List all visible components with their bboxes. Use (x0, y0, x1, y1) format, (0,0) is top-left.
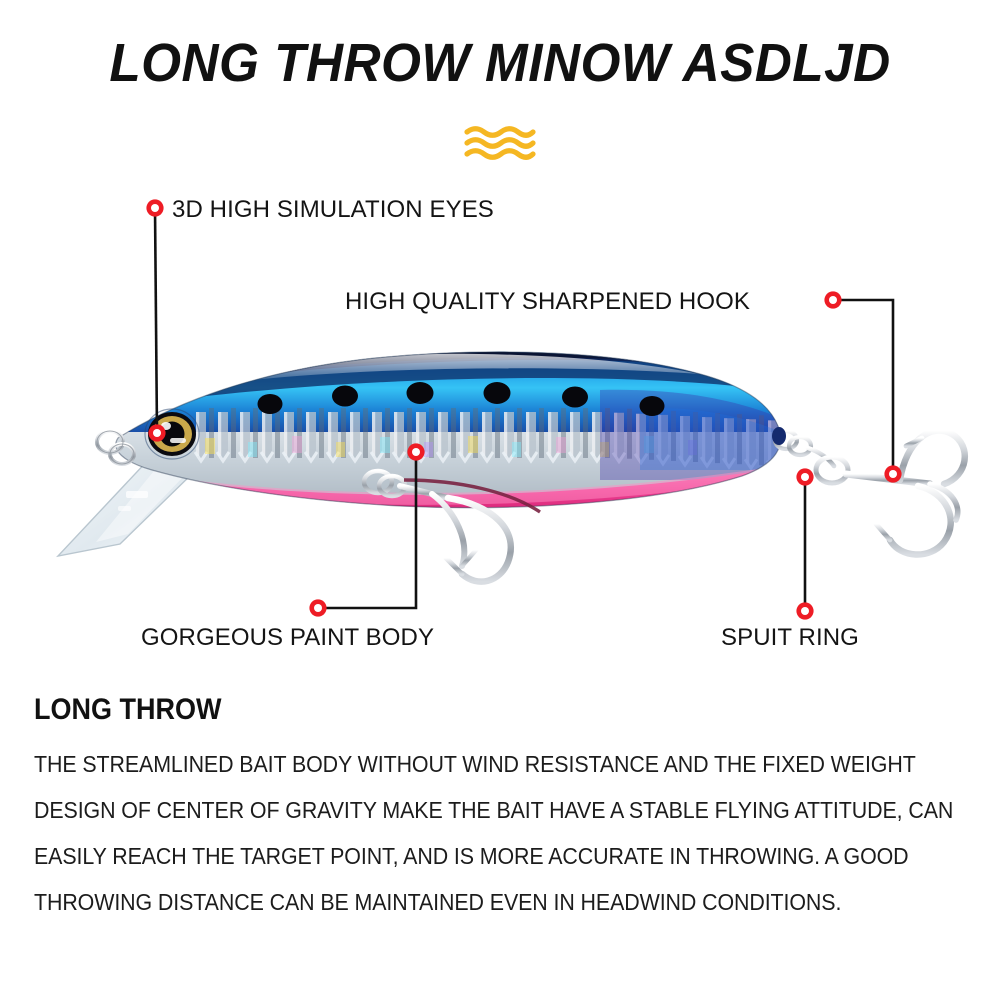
section-heading: LONG THROW (34, 693, 222, 726)
marker-ring-label (796, 602, 814, 620)
callout-label-hook: HIGH QUALITY SHARPENED HOOK (345, 288, 751, 315)
treble-hook-tail (813, 427, 969, 558)
lure-eye-3d (144, 408, 200, 460)
marker-paint-label (309, 599, 327, 617)
page-title: LONG THROW MINOW ASDLJD (109, 33, 891, 93)
description-paragraph: THE STREAMLINED BAIT BODY WITHOUT WIND R… (34, 751, 954, 915)
callout-label-ring: SPUIT RING (721, 624, 859, 651)
description-block: LONG THROW THE STREAMLINED BAIT BODY WIT… (34, 693, 974, 925)
title-block: LONG THROW MINOW ASDLJD (0, 36, 1000, 90)
callout-label-eyes: 3D HIGH SIMULATION EYES (172, 196, 494, 223)
back-spots (257, 382, 665, 416)
callout-label-paint: GORGEOUS PAINT BODY (141, 624, 435, 651)
product-image-minnow-lure (0, 330, 1000, 600)
marker-eyes-label (146, 199, 164, 217)
tail-split-ring (772, 427, 837, 469)
wave-divider-icon (463, 125, 537, 161)
marker-hook-label (824, 291, 842, 309)
